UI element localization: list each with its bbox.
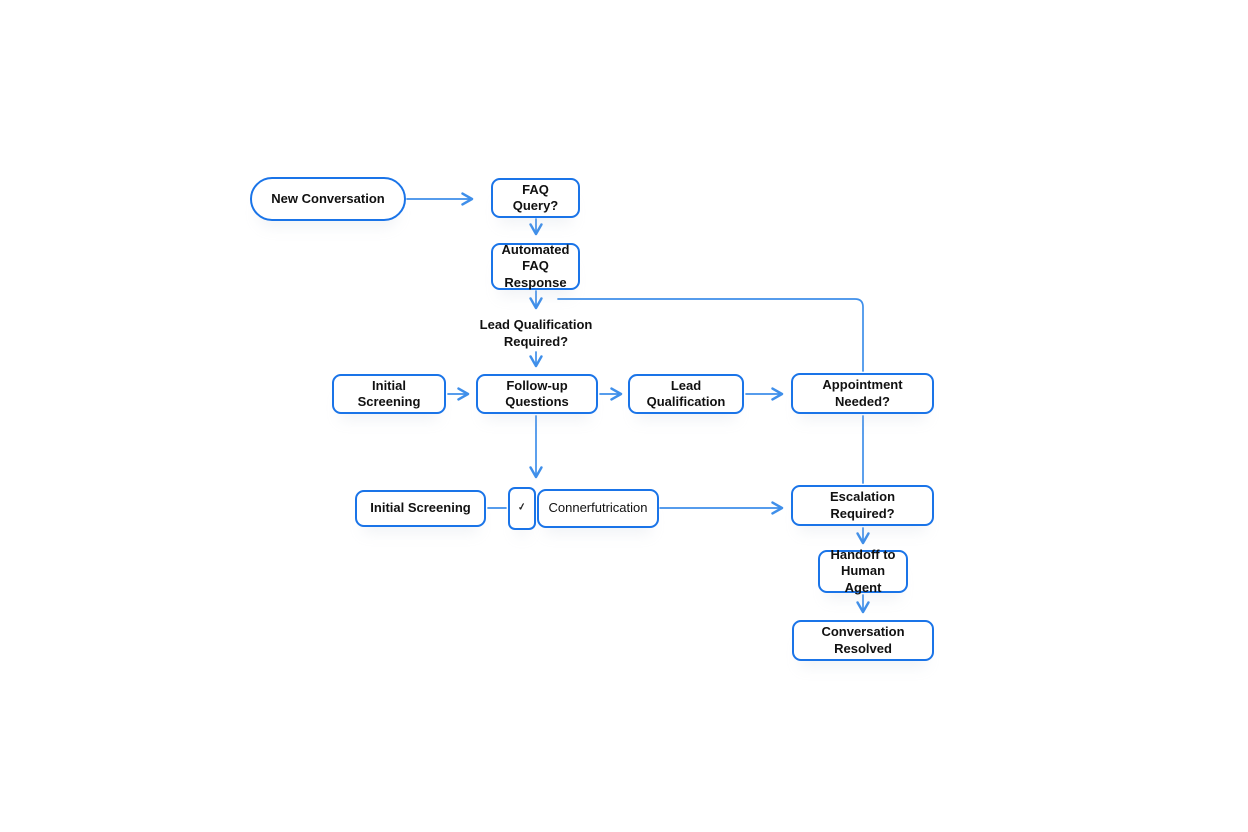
node-new-conversation: New Conversation (250, 177, 406, 221)
node-tick-connector: ✓ (508, 487, 536, 530)
node-follow-up-questions: Follow-up Questions (476, 374, 598, 414)
node-automated-faq-response: Automated FAQ Response (491, 242, 580, 290)
node-initial-screening-row1: Initial Screening (332, 374, 446, 414)
node-handoff-human-agent: Handoff to Human Agent (818, 547, 908, 595)
node-appointment-needed: Appointment Needed? (791, 373, 934, 414)
node-initial-screening-row2: Initial Screening (355, 490, 486, 527)
edge-automatedfaq-appointment (557, 298, 864, 372)
node-confirmation: Connerfutrication (537, 489, 659, 528)
node-escalation-required: Escalation Required? (791, 485, 934, 526)
node-lead-qualification: Lead Qualification (628, 374, 744, 414)
node-conversation-resolved: Conversation Resolved (792, 620, 934, 661)
tick-icon: ✓ (516, 501, 527, 514)
node-faq-query: FAQ Query? (491, 178, 580, 218)
label-lead-qualification-required: Lead Qualification Required? (479, 317, 593, 349)
